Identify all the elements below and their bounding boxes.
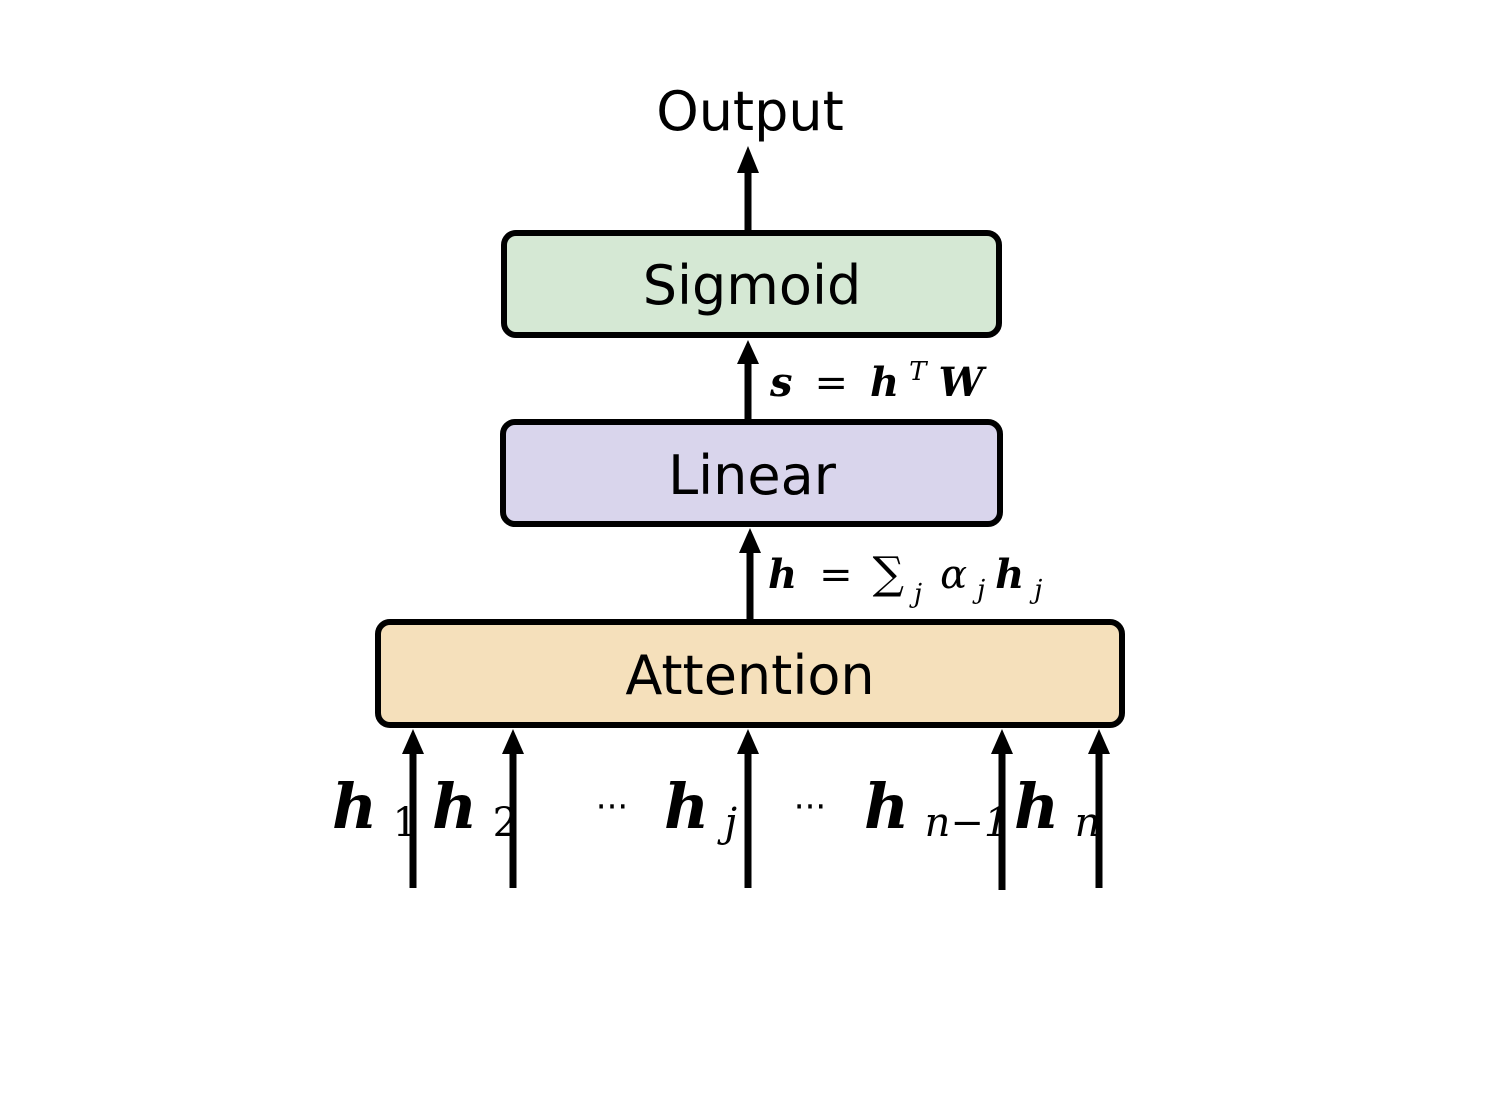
sigmoid-label: Sigmoid xyxy=(643,254,861,317)
eq-s-h: h xyxy=(870,359,899,406)
attention-box-rect xyxy=(375,619,1125,728)
sigmoid-box-rect xyxy=(501,230,1002,338)
score-equation: s = h T W xyxy=(769,344,987,406)
eq-s-lhs: s xyxy=(769,359,793,406)
eq-h-lhs: h xyxy=(768,551,797,598)
linear-box-rect xyxy=(500,419,1003,527)
input-arrow-hn xyxy=(1088,729,1110,888)
input-label-h2: h 2 xyxy=(432,770,518,846)
eq-s-w: W xyxy=(938,359,987,406)
attention-label: Attention xyxy=(625,644,874,707)
eq-h-sum-sub: j xyxy=(909,579,922,609)
input-label-hn: h n xyxy=(1014,770,1100,846)
linear-label: Linear xyxy=(668,444,837,507)
arrow-attention-to-linear xyxy=(739,528,761,621)
linear-box: Linear xyxy=(500,419,1003,527)
sigmoid-box: Sigmoid xyxy=(501,230,1002,338)
input-arrow-h2 xyxy=(502,729,524,888)
eq-h-h-sub: j xyxy=(1029,575,1042,605)
eq-h-h: h xyxy=(995,551,1024,598)
ellipsis-left: ··· xyxy=(596,787,628,827)
eq-s-equals: = xyxy=(815,360,849,406)
arrow-sigmoid-to-output xyxy=(737,146,759,233)
input-label-hj: h j xyxy=(664,770,737,846)
attention-box: Attention xyxy=(375,619,1125,728)
eq-h-alpha: α xyxy=(940,552,967,598)
eq-h-equals: = xyxy=(819,552,853,598)
arrow-linear-to-sigmoid xyxy=(737,340,759,421)
input-label-h1: h 1 xyxy=(332,770,418,846)
context-equation: h = ∑ j α j h j xyxy=(768,548,1042,611)
input-arrow-hn1 xyxy=(991,729,1013,890)
eq-s-sup: T xyxy=(909,357,928,387)
input-arrow-h1 xyxy=(402,729,424,888)
input-arrow-hj xyxy=(737,729,759,888)
ellipsis-right: ··· xyxy=(794,787,826,827)
input-label-hn1: h n−1 xyxy=(864,770,1009,846)
eq-h-sum: ∑ xyxy=(873,548,904,599)
eq-h-alpha-sub: j xyxy=(972,575,985,605)
output-label: Output xyxy=(656,80,844,143)
